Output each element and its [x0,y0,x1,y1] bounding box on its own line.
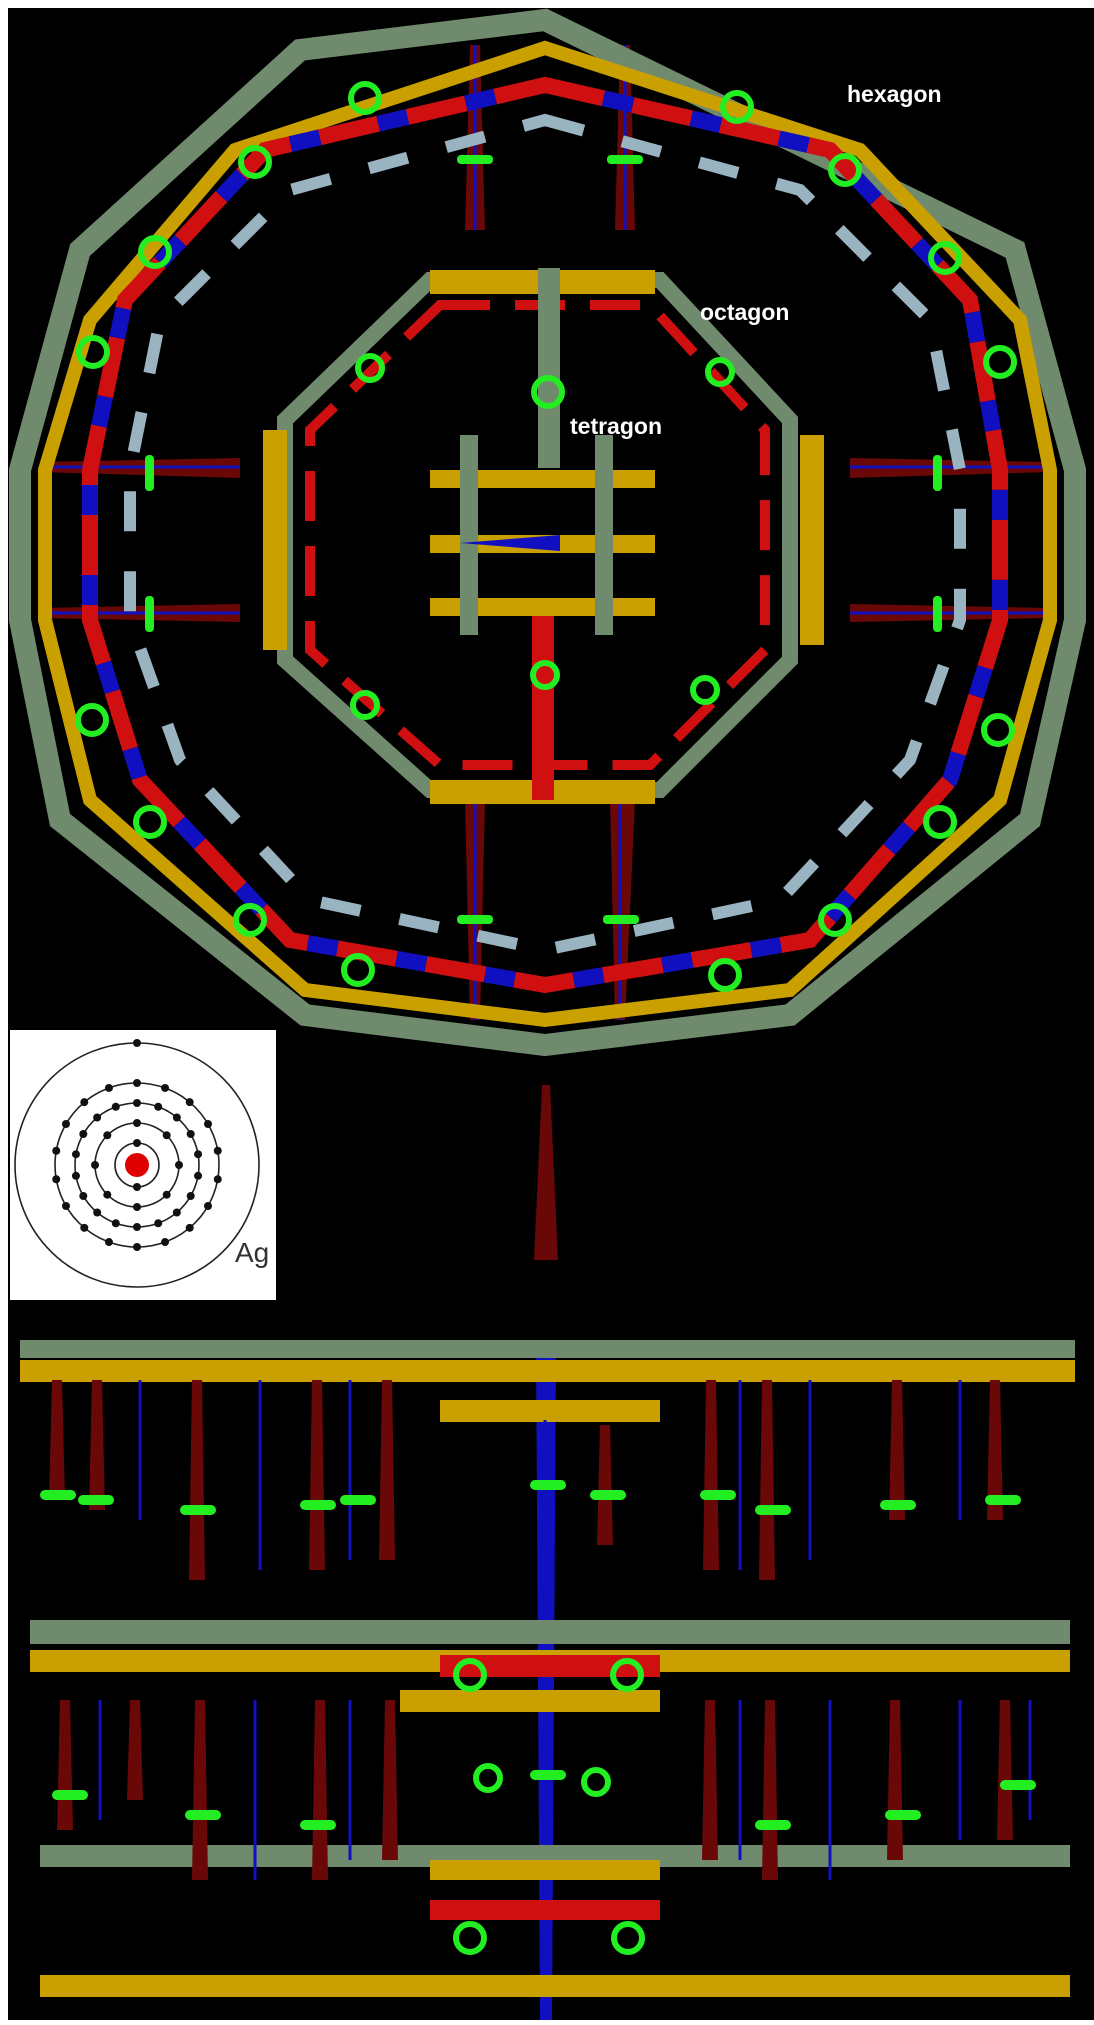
green-band [340,1495,376,1505]
green-band [700,1490,736,1500]
electron [103,1131,111,1139]
green-band [40,1490,76,1500]
electron [163,1131,171,1139]
green-band [52,1790,88,1800]
electron [72,1172,80,1180]
electron [80,1224,88,1232]
electron [187,1192,195,1200]
electron [79,1130,87,1138]
green-band [590,1490,626,1500]
green-band [530,1480,566,1490]
electron [194,1150,202,1158]
electron [103,1191,111,1199]
electron [204,1120,212,1128]
green-band [880,1500,916,1510]
electron [79,1192,87,1200]
green-band [885,1810,921,1820]
green-band [755,1820,791,1830]
electron [93,1114,101,1122]
electron [133,1243,141,1251]
electron [93,1208,101,1216]
octagon-left-bar [263,430,287,650]
electron [154,1219,162,1227]
electron [105,1238,113,1246]
electron [112,1103,120,1111]
tetragon-post [460,435,478,635]
electron [62,1120,70,1128]
green-band [78,1495,114,1505]
electron [194,1172,202,1180]
electron [133,1119,141,1127]
electron [173,1208,181,1216]
electron [214,1147,222,1155]
green-band [185,1810,221,1820]
electron [133,1099,141,1107]
electron [133,1203,141,1211]
electron [52,1175,60,1183]
atom-symbol: Ag [235,1237,269,1268]
tier-top-plate [20,1360,1075,1382]
electron [62,1202,70,1210]
green-band [145,596,154,632]
electron [133,1079,141,1087]
tier-top-plate [20,1340,1075,1358]
green-band [145,455,154,491]
tier-top-plate [440,1400,660,1422]
frame-top-edge [0,0,1094,8]
electron [187,1130,195,1138]
tier-bottom-plate [430,1860,660,1880]
electron [80,1098,88,1106]
atom-inset: Ag [10,1030,276,1300]
green-band [300,1820,336,1830]
electron [105,1084,113,1092]
frame-left-edge [0,0,8,2020]
tetragon-post [595,435,613,635]
tier-mid-plate [30,1620,1070,1644]
green-band [755,1505,791,1515]
green-band [457,915,493,924]
electron [214,1175,222,1183]
electron [175,1161,183,1169]
electron [204,1202,212,1210]
green-band [607,155,643,164]
octagon-center-post [538,268,560,468]
electron [133,1039,141,1047]
green-band [457,155,493,164]
tier-bottom-plate [40,1975,1070,1997]
green-band [530,1770,566,1780]
electron [173,1114,181,1122]
green-band [603,915,639,924]
green-band [933,596,942,632]
electron [133,1183,141,1191]
electron [161,1084,169,1092]
electron [52,1147,60,1155]
green-band [300,1500,336,1510]
tier-mid-plate [400,1690,660,1712]
electron [186,1224,194,1232]
electron [161,1238,169,1246]
label-hexagon: hexagon [847,81,942,107]
electron [186,1098,194,1106]
electron [91,1161,99,1169]
green-band [180,1505,216,1515]
electron [133,1139,141,1147]
green-band [985,1495,1021,1505]
green-band [933,455,942,491]
electron [112,1219,120,1227]
electron [163,1191,171,1199]
octagon-lower-post [532,600,554,800]
octagon-right-bar [800,435,824,645]
tier-bottom-plate [430,1900,660,1920]
atom-nucleus [125,1153,149,1177]
electron [154,1103,162,1111]
green-band [1000,1780,1036,1790]
label-tetragon: tetragon [570,413,662,439]
electron [133,1223,141,1231]
electron [72,1150,80,1158]
label-octagon: octagon [700,299,789,325]
